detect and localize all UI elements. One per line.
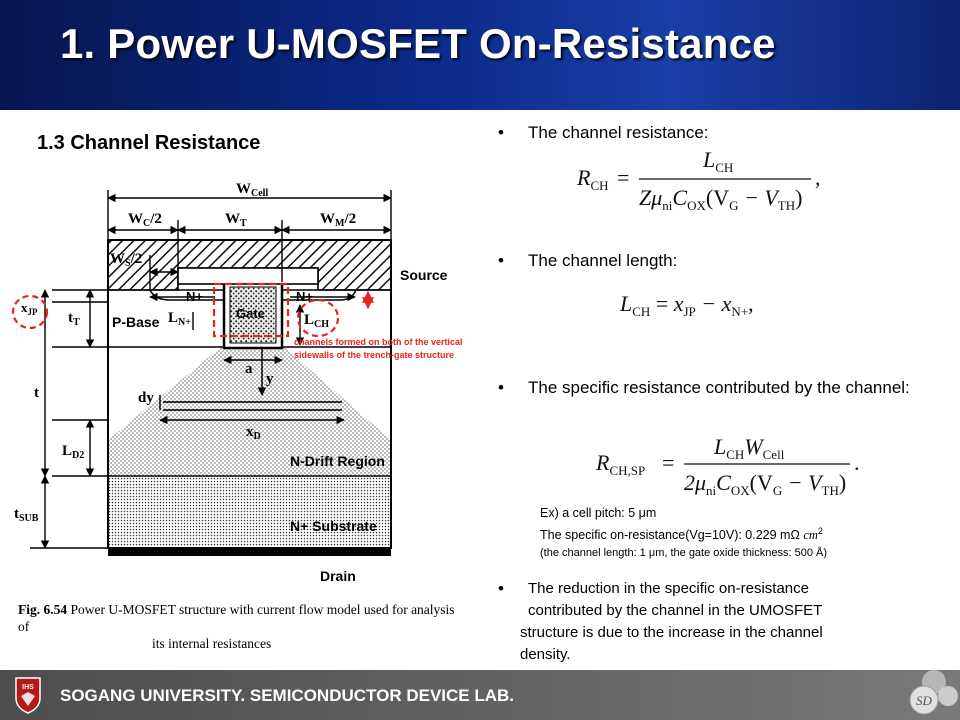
eq1-numerator: LCH (702, 147, 733, 175)
reduction-line-1: The reduction in the specific on-resista… (528, 580, 809, 597)
example-exponent: 2 (817, 526, 823, 536)
umosfet-cross-section-figure: channels formed on both of the vertical … (11, 181, 463, 584)
label-n-plus-left: N+ (186, 289, 203, 304)
label-wc-half: WC/2 (128, 211, 162, 229)
bullet-text: The specific resistance contributed by t… (528, 378, 910, 397)
label-w-cell: WCell (236, 181, 268, 199)
eq3-period: . (854, 450, 860, 475)
caption-line-2: its internal resistances (152, 636, 272, 651)
channel-annotation: channels formed on both of the vertical … (11, 282, 463, 360)
dimension-lines (30, 190, 392, 549)
label-y: y (266, 371, 274, 387)
eq3-numerator: LCHWCell (713, 434, 785, 462)
annotation-line-1: channels formed on both of the vertical (294, 337, 463, 347)
label-lch: LCH (304, 312, 329, 330)
footer-bar (0, 670, 960, 720)
bullet-channel-length: • The channel length: (498, 249, 938, 273)
caption-line-1: Power U-MOSFET structure with current fl… (18, 602, 455, 634)
example-line-1: Ex) a cell pitch: 5 μm (540, 506, 657, 520)
example-line-3: (the channel length: 1 μm, the gate oxid… (540, 547, 828, 560)
figure-caption: Fig. 6.54 Power U-MOSFET structure with … (18, 601, 468, 652)
eq1-comma: , (815, 165, 821, 190)
label-p-base: P-Base (112, 314, 160, 330)
eq3-equals: = (662, 450, 674, 475)
label-xd: xD (246, 424, 261, 442)
eq3-denominator: 2μniCOX(VG − VTH) (684, 470, 846, 498)
example-unit: cm (803, 528, 818, 543)
label-t: t (34, 385, 39, 401)
label-a: a (245, 361, 253, 377)
figure-number: Fig. 6.54 (18, 602, 68, 617)
equation-specific-resistance: RCH,SP = LCHWCell 2μniCOX(VG − VTH) . (595, 434, 860, 498)
example-line-2: The specific on-resistance(Vg=10V): 0.22… (540, 522, 827, 544)
label-n-substrate: N+ Substrate (290, 518, 377, 534)
bullet-channel-resistance: • The channel resistance: (498, 121, 938, 145)
label-wt: WT (225, 211, 247, 229)
label-n-drift: N-Drift Region (290, 453, 385, 469)
eq3-lhs: RCH,SP (595, 450, 645, 478)
label-dy: dy (138, 390, 154, 406)
example-block: Ex) a cell pitch: 5 μm The specific on-r… (540, 504, 827, 562)
equation-channel-resistance: RCH = LCH ZμniCOX(VG − VTH) , (576, 147, 821, 213)
eq2-expression: LCH = xJP − xN+, (619, 291, 754, 319)
svg-text:IHS: IHS (22, 684, 34, 691)
annotation-line-2: sidewalls of the trench-gate structure (294, 350, 454, 360)
eq1-equals: = (617, 165, 629, 190)
label-xjp: xJP (21, 300, 38, 317)
bullet-text: The channel resistance: (528, 123, 709, 142)
bullet-text: The channel length: (528, 251, 678, 270)
title-bar: 1. Power U-MOSFET On-Resistance (0, 0, 960, 110)
label-n-plus-right: N+ (296, 289, 313, 304)
bullet-specific-resistance: • The specific resistance contributed by… (498, 376, 938, 426)
equation-channel-length: LCH = xJP − xN+, (619, 291, 754, 319)
label-ln: LN+ (168, 310, 191, 328)
bullet-dot: • (498, 123, 504, 142)
reduction-line-4: density. (520, 646, 571, 663)
eq1-lhs: RCH (576, 165, 609, 193)
svg-text:SD: SD (916, 693, 933, 708)
university-shield-logo: IHS (15, 677, 41, 714)
label-tt: tT (68, 310, 80, 328)
reduction-line-3: structure is due to the increase in the … (520, 624, 823, 641)
bullet-dot: • (498, 251, 504, 270)
label-gate: Gate (236, 306, 265, 321)
label-tsub: tSUB (14, 506, 39, 524)
label-source: Source (400, 267, 448, 283)
slide-title: 1. Power U-MOSFET On-Resistance (60, 20, 776, 67)
label-ld2: LD2 (62, 443, 84, 461)
example-line-2-text: The specific on-resistance(Vg=10V): 0.22… (540, 528, 800, 543)
lab-logo-icon: SD (909, 670, 958, 715)
bullet-dot: • (498, 579, 504, 598)
bullet-dot: • (498, 378, 504, 397)
section-heading: 1.3 Channel Resistance (37, 132, 261, 154)
footer-text: SOGANG UNIVERSITY. SEMICONDUCTOR DEVICE … (60, 686, 515, 705)
reduction-line-2: contributed by the channel in the UMOSFE… (528, 602, 823, 619)
device-body (107, 239, 392, 556)
label-drain: Drain (320, 568, 356, 584)
label-wm-half: WM/2 (320, 211, 356, 229)
eq1-denominator: ZμniCOX(VG − VTH) (639, 185, 802, 213)
label-ws-half: WS/2 (110, 251, 142, 269)
